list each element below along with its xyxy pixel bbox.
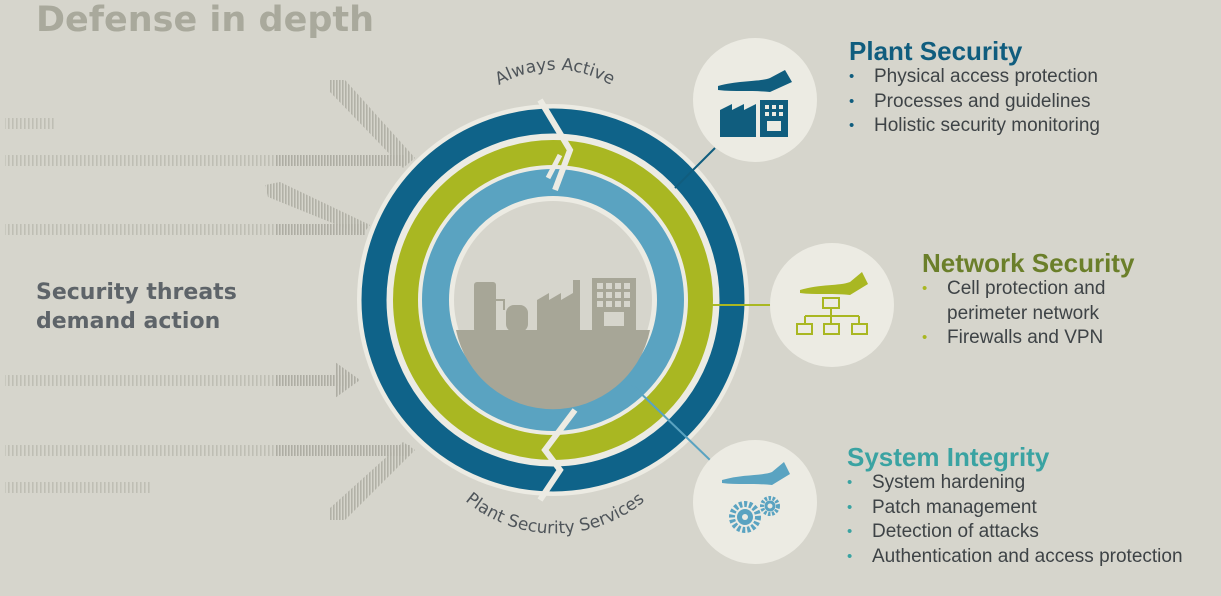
plant-security-heading: Plant Security	[849, 36, 1023, 66]
hand-over-network-icon	[770, 243, 894, 367]
list-item: •System hardening	[847, 472, 1026, 493]
list-item-continuation: perimeter network	[947, 302, 1100, 324]
ring-label-bottom: Plant Security Services	[462, 489, 648, 539]
network-security-ring	[393, 140, 713, 460]
network-security-heading: Network Security	[922, 248, 1135, 278]
network-security-section: Network Security •Cell protection and pe…	[922, 249, 1134, 351]
integrity-connector	[629, 382, 711, 461]
security-rings	[357, 98, 749, 502]
plant-connector	[674, 147, 716, 189]
list-item: •Detection of attacks	[847, 521, 1039, 542]
threat-arrows	[5, 80, 415, 520]
threats-caption: Security threats demand action	[36, 278, 237, 336]
ring-label-top: Always Active	[492, 55, 618, 90]
plant-security-list: •Physical access protection •Processes a…	[849, 65, 1100, 139]
list-item: •Processes and guidelines	[849, 90, 1091, 112]
list-item: •Authentication and access protection	[847, 545, 1183, 567]
plant-icon	[474, 278, 636, 332]
page-title: Defense in depth	[36, 0, 375, 40]
threats-line-2: demand action	[36, 309, 221, 334]
hand-over-gears-icon	[693, 440, 817, 564]
hand-over-factory-icon	[693, 38, 817, 162]
system-integrity-list: •System hardening •Patch management •Det…	[847, 471, 1183, 569]
network-security-list: •Cell protection and perimeter network •…	[922, 277, 1134, 351]
list-item: •Patch management	[847, 496, 1037, 518]
system-integrity-heading: System Integrity	[847, 442, 1050, 472]
system-integrity-section: System Integrity •System hardening •Patc…	[847, 443, 1183, 569]
plant-security-section: Plant Security •Physical access protecti…	[849, 37, 1100, 139]
system-integrity-ring	[422, 169, 684, 431]
list-item: •Physical access protection	[849, 66, 1098, 87]
list-item: •Cell protection and	[922, 278, 1106, 299]
threats-line-1: Security threats	[36, 280, 237, 305]
list-item: •Holistic security monitoring	[849, 115, 1100, 136]
list-item: •Firewalls and VPN	[922, 327, 1104, 348]
